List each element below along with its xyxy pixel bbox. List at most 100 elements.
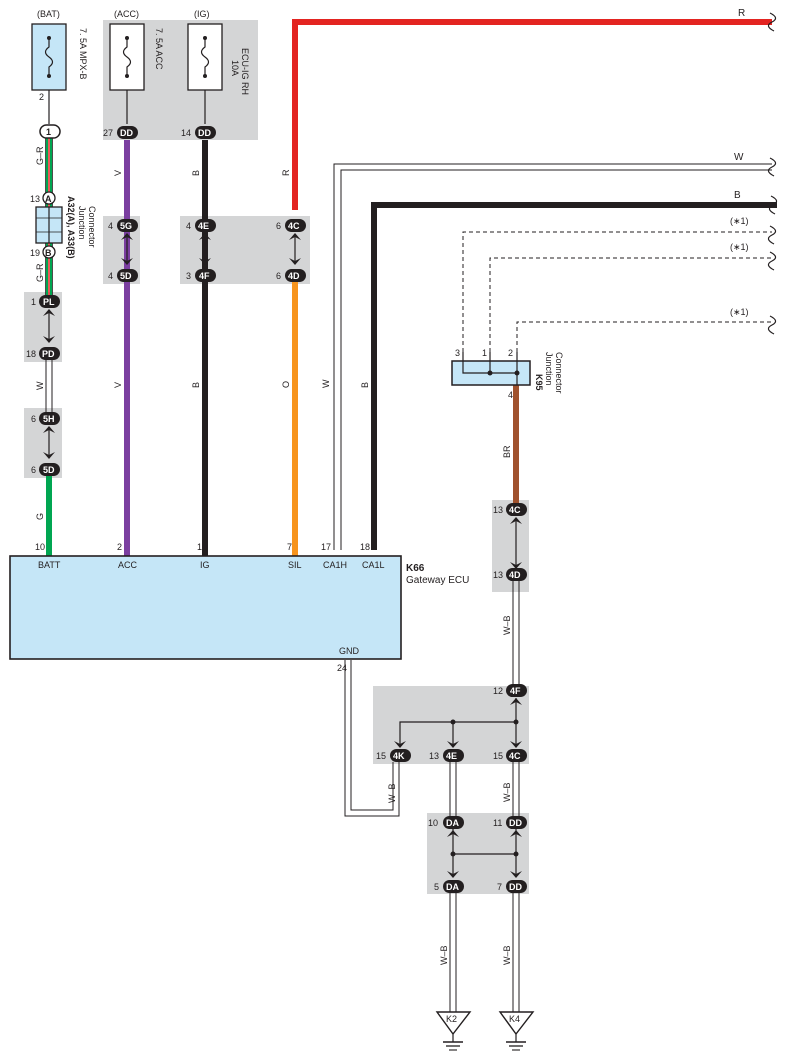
svg-text:6: 6 xyxy=(31,465,36,475)
svg-text:13: 13 xyxy=(493,570,503,580)
svg-text:4F: 4F xyxy=(199,271,210,281)
svg-text:11: 11 xyxy=(493,818,502,828)
svg-text:W–B: W–B xyxy=(439,945,449,965)
svg-text:DA: DA xyxy=(446,818,459,828)
svg-text:4E: 4E xyxy=(446,751,457,761)
svg-text:B: B xyxy=(360,382,370,388)
svg-text:V: V xyxy=(113,170,123,176)
dashed-wire-2 xyxy=(489,257,772,352)
connector-da-2 xyxy=(443,880,464,893)
svg-text:5H: 5H xyxy=(43,414,55,424)
connector-4e-b xyxy=(443,749,464,762)
svg-text:4E: 4E xyxy=(198,221,209,231)
svg-text:4D: 4D xyxy=(509,570,521,580)
connector-4c-c xyxy=(506,749,527,762)
connector-5d-b xyxy=(117,269,138,282)
svg-text:5D: 5D xyxy=(43,465,55,475)
svg-text:G–R: G–R xyxy=(35,146,45,165)
svg-text:Connector: Connector xyxy=(554,352,564,394)
svg-text:1: 1 xyxy=(482,348,487,358)
connector-dd-1 xyxy=(506,816,527,829)
ground-k2 xyxy=(435,1011,472,1036)
connector-4c-b xyxy=(506,503,527,516)
svg-text:W: W xyxy=(321,379,331,388)
fuse-symbol-icon xyxy=(122,38,132,76)
svg-text:Junction: Junction xyxy=(544,352,554,386)
connector-4e-a xyxy=(195,219,216,232)
svg-text:13: 13 xyxy=(429,751,439,761)
connector-4d-a xyxy=(285,269,306,282)
gateway-ecu xyxy=(9,555,402,660)
dashed-wire-1 xyxy=(462,231,772,352)
ecu-pin-ca1l: CA1L xyxy=(362,560,385,570)
svg-text:K2: K2 xyxy=(446,1014,457,1024)
ecu-pin-num-ca1h: 17 xyxy=(321,542,331,552)
svg-text:4C: 4C xyxy=(509,505,521,515)
svg-text:15: 15 xyxy=(493,751,503,761)
connector-4c-a xyxy=(285,219,306,232)
connector-b xyxy=(42,245,56,259)
fuse-pin-bat: 2 xyxy=(39,92,44,102)
ecu-pin-ca1h: CA1H xyxy=(323,560,347,570)
svg-text:7: 7 xyxy=(497,882,502,892)
svg-text:R: R xyxy=(281,169,291,176)
connector-dd-2 xyxy=(506,880,527,893)
connector-dd-27 xyxy=(117,126,138,139)
svg-text:DD: DD xyxy=(509,818,522,828)
svg-text:W–B: W–B xyxy=(502,782,512,802)
svg-text:12: 12 xyxy=(493,686,503,696)
svg-text:4K: 4K xyxy=(393,751,405,761)
fuse-symbol-icon xyxy=(44,38,54,76)
svg-text:4F: 4F xyxy=(510,686,521,696)
svg-text:6: 6 xyxy=(276,271,281,281)
svg-text:13: 13 xyxy=(493,505,503,515)
connector-a xyxy=(42,191,56,205)
fuse-source-ig: (IG) xyxy=(194,9,210,19)
wire-white-outer-a xyxy=(333,163,772,550)
ecu-pin-gnd: GND xyxy=(339,646,360,656)
ground-k4 xyxy=(498,1011,535,1036)
svg-text:B: B xyxy=(45,248,52,258)
svg-text:DD: DD xyxy=(509,882,522,892)
svg-text:B: B xyxy=(191,382,201,388)
svg-text:PD: PD xyxy=(42,349,55,359)
fuse-name-ig-1: 10A xyxy=(230,60,240,76)
ecu-pin-acc: ACC xyxy=(118,560,138,570)
svg-text:W: W xyxy=(35,381,45,390)
svg-text:DD: DD xyxy=(120,128,133,138)
star-label-2: (∗1) xyxy=(730,242,749,252)
connector-5g xyxy=(117,219,138,232)
svg-text:18: 18 xyxy=(26,349,36,359)
svg-text:DD: DD xyxy=(198,128,211,138)
ecu-pin-num-ig: 1 xyxy=(197,542,202,552)
svg-text:W–B: W–B xyxy=(502,615,512,635)
wire-label-top-r: R xyxy=(738,8,745,19)
fuse-source-bat: (BAT) xyxy=(37,9,60,19)
connector-5h xyxy=(39,412,60,425)
connector-4k xyxy=(390,749,411,762)
svg-text:4: 4 xyxy=(186,221,191,231)
ecu-pin-sil: SIL xyxy=(288,560,302,570)
connector-dd-14 xyxy=(195,126,216,139)
fuse-symbol-icon xyxy=(200,38,210,76)
ecu-pin-num-batt: 10 xyxy=(35,542,45,552)
svg-text:Connector: Connector xyxy=(87,206,97,248)
svg-text:5: 5 xyxy=(434,882,439,892)
svg-text:3: 3 xyxy=(455,348,460,358)
fuse-source-acc: (ACC) xyxy=(114,9,139,19)
continuation-mark-red xyxy=(767,12,777,32)
svg-text:3: 3 xyxy=(186,271,191,281)
svg-text:Junction: Junction xyxy=(77,206,87,240)
svg-text:1: 1 xyxy=(46,127,51,137)
svg-text:W–B: W–B xyxy=(502,945,512,965)
svg-text:5G: 5G xyxy=(120,221,132,231)
svg-text:1: 1 xyxy=(31,297,36,307)
svg-text:4D: 4D xyxy=(288,271,300,281)
svg-text:A: A xyxy=(45,194,52,204)
svg-text:5D: 5D xyxy=(120,271,132,281)
svg-text:G: G xyxy=(35,513,45,520)
svg-text:14: 14 xyxy=(181,128,191,138)
connector-pd xyxy=(39,347,60,360)
connector-pl xyxy=(39,295,60,308)
